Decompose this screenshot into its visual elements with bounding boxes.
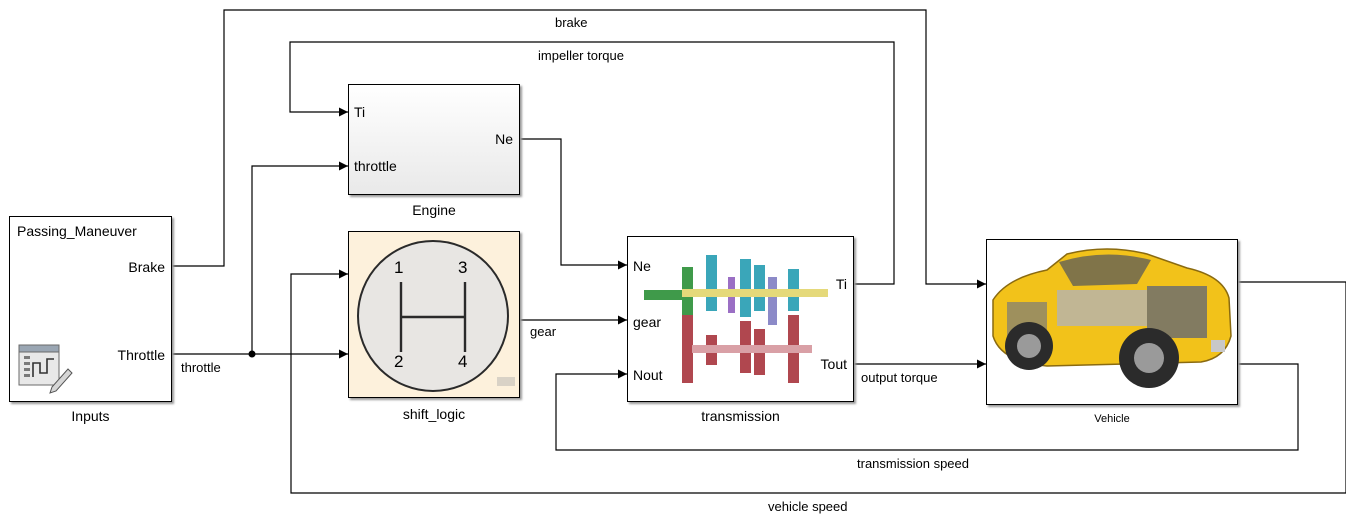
- signal-throttle-to-engine-line[interactable]: [251, 161, 348, 354]
- signal-label-brake: brake: [555, 15, 588, 30]
- shifter-icon: [357, 240, 515, 392]
- shift-logic-block[interactable]: 1 3 2 4: [348, 231, 520, 398]
- shift-logic-block-label: shift_logic: [402, 406, 466, 422]
- inputs-port-throttle: Throttle: [117, 347, 165, 363]
- signal-vehicle-speed-line[interactable]: [290, 269, 1346, 494]
- signal-label-impeller-torque: impeller torque: [538, 48, 624, 63]
- gear-label-4: 4: [458, 352, 468, 371]
- engine-port-ti: Ti: [354, 104, 366, 120]
- car-cutaway-icon: [992, 248, 1232, 388]
- inputs-block[interactable]: Passing_Maneuver Brake Throttle: [9, 216, 172, 402]
- signal-transmission-speed-line[interactable]: [555, 363, 1299, 451]
- transmission-block[interactable]: Ne gear Nout Ti Tout: [627, 236, 854, 402]
- engine-port-ne: Ne: [495, 131, 513, 147]
- signal-label-throttle: throttle: [181, 360, 221, 375]
- signal-label-vehicle-speed: vehicle speed: [768, 499, 848, 514]
- inputs-title: Passing_Maneuver: [17, 223, 137, 239]
- transmission-port-tout: Tout: [820, 356, 847, 372]
- inputs-port-brake: Brake: [128, 259, 165, 275]
- signal-editor-icon: [18, 343, 74, 395]
- transmission-port-nout: Nout: [633, 367, 663, 383]
- gear-label-1: 1: [394, 258, 404, 277]
- transmission-port-ne: Ne: [633, 258, 651, 274]
- engine-block[interactable]: Ti throttle Ne: [348, 84, 520, 195]
- signal-label-output-torque: output torque: [861, 370, 938, 385]
- engine-port-throttle: throttle: [354, 158, 397, 174]
- signal-brake-line[interactable]: [172, 9, 986, 289]
- inputs-block-label: Inputs: [71, 408, 110, 424]
- gearbox-icon: [644, 255, 828, 383]
- signal-label-gear: gear: [530, 324, 557, 339]
- signal-ne-line[interactable]: [520, 138, 627, 270]
- vehicle-block[interactable]: [986, 239, 1238, 405]
- transmission-block-label: transmission: [701, 408, 780, 424]
- engine-block-label: Engine: [412, 202, 456, 218]
- transmission-port-ti: Ti: [835, 276, 847, 292]
- gear-label-2: 2: [394, 352, 404, 371]
- gear-label-3: 3: [458, 258, 468, 277]
- signal-label-transmission-speed: transmission speed: [857, 456, 969, 471]
- transmission-port-gear: gear: [633, 314, 662, 330]
- branch-point: [248, 350, 256, 358]
- vehicle-block-label: Vehicle: [1094, 413, 1130, 425]
- signal-impeller-torque-line[interactable]: [289, 41, 895, 285]
